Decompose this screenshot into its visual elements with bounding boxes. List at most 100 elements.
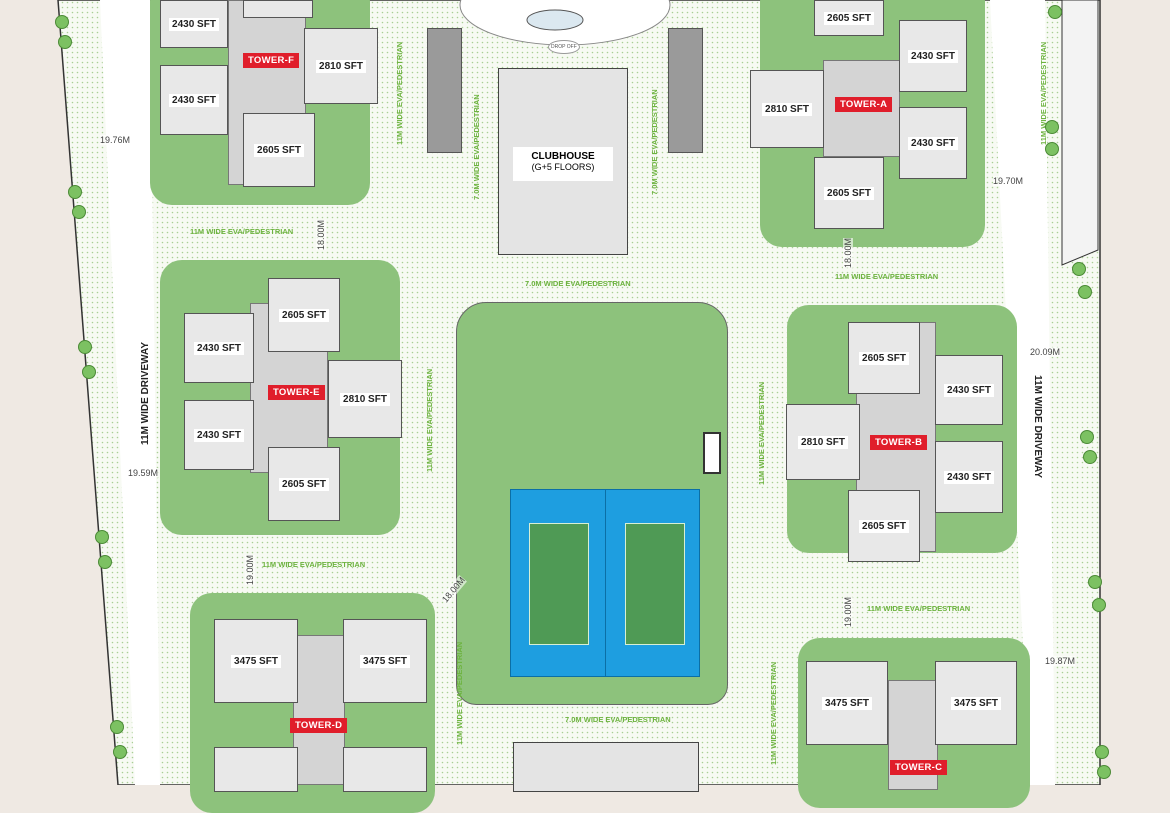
unit-area: 2430 SFT <box>194 341 244 355</box>
dimension: 19.70M <box>993 176 1024 186</box>
eva-label: 7.0M WIDE EVA/PEDESTRIAN <box>565 715 671 724</box>
eva-label: 11M WIDE EVA/PEDESTRIAN <box>867 604 971 613</box>
unit-area: 2430 SFT <box>944 470 994 484</box>
sports-courts[interactable] <box>510 489 700 677</box>
unit-area: 2605 SFT <box>824 186 874 200</box>
driveway-label: 11M WIDE DRIVEWAY <box>140 342 151 445</box>
eva-label: 7.0M WIDE EVA/PEDESTRIAN <box>525 279 631 288</box>
eva-label: 7.0M WIDE EVA/PEDESTRIAN <box>472 94 481 200</box>
unit[interactable]: 2605 SFT <box>814 0 884 36</box>
unit <box>243 0 313 18</box>
clubhouse[interactable]: CLUBHOUSE (G+5 FLOORS) <box>498 68 628 255</box>
unit-area: 3475 SFT <box>360 654 410 668</box>
unit-area: 3475 SFT <box>951 696 1001 710</box>
dimension: 20.09M <box>1030 347 1061 357</box>
unit[interactable]: 2430 SFT <box>160 65 228 135</box>
unit[interactable]: 3475 SFT <box>214 619 298 703</box>
unit[interactable]: 2605 SFT <box>268 278 340 352</box>
unit-area: 2430 SFT <box>194 428 244 442</box>
tower-a-label[interactable]: TOWER-A <box>835 97 893 112</box>
unit[interactable]: 2810 SFT <box>304 28 378 104</box>
unit-area: 3475 SFT <box>822 696 872 710</box>
unit-area: 2430 SFT <box>169 93 219 107</box>
tree-icon <box>1048 5 1062 19</box>
unit-area: 2605 SFT <box>824 11 874 25</box>
eva-label: 11M WIDE EVA/PEDESTRIAN <box>190 227 294 236</box>
dimension: 19.59M <box>128 468 159 478</box>
kiosk <box>703 432 721 474</box>
tree-icon <box>113 745 127 759</box>
unit[interactable]: 3475 SFT <box>935 661 1017 745</box>
unit[interactable]: 2810 SFT <box>328 360 402 438</box>
dimension: 19.00M <box>843 596 853 627</box>
unit-area: 2810 SFT <box>798 435 848 449</box>
tree-icon <box>1045 142 1059 156</box>
tree-icon <box>58 35 72 49</box>
unit[interactable]: 2430 SFT <box>899 107 967 179</box>
eva-label: 11M WIDE EVA/PEDESTRIAN <box>455 641 464 745</box>
clubhouse-title: CLUBHOUSE <box>531 151 595 162</box>
unit[interactable]: 2430 SFT <box>935 355 1003 425</box>
unit[interactable]: 2605 SFT <box>814 157 884 229</box>
unit-area: 2430 SFT <box>944 383 994 397</box>
bottom-building <box>513 742 699 792</box>
unit[interactable]: 2430 SFT <box>160 0 228 48</box>
ramp-exit <box>427 28 462 153</box>
tower-c-label[interactable]: TOWER-C <box>890 760 948 775</box>
tree-icon <box>1095 745 1109 759</box>
tree-icon <box>78 340 92 354</box>
eva-label: 11M WIDE EVA/PEDESTRIAN <box>757 381 766 485</box>
tree-icon <box>1072 262 1086 276</box>
unit-area: 3475 SFT <box>231 654 281 668</box>
dimension: 18.00M <box>843 237 853 268</box>
dimension: 19.00M <box>245 554 255 585</box>
unit[interactable]: 2605 SFT <box>848 322 920 394</box>
tree-icon <box>72 205 86 219</box>
eva-label: 11M WIDE EVA/PEDESTRIAN <box>262 560 366 569</box>
ramp-entry <box>668 28 703 153</box>
court <box>625 523 685 645</box>
tower-b-label[interactable]: TOWER-B <box>870 435 928 450</box>
tower-e-label[interactable]: TOWER-E <box>268 385 325 400</box>
unit-area: 2430 SFT <box>908 136 958 150</box>
tree-icon <box>1078 285 1092 299</box>
unit-area: 2430 SFT <box>169 17 219 31</box>
tower-f-label[interactable]: TOWER-F <box>243 53 300 68</box>
tree-icon <box>82 365 96 379</box>
tower-d-core <box>293 635 345 785</box>
dimension: 19.76M <box>100 135 131 145</box>
unit[interactable]: 2430 SFT <box>184 313 254 383</box>
tree-icon <box>110 720 124 734</box>
tree-icon <box>55 15 69 29</box>
tree-icon <box>1045 120 1059 134</box>
tower-d-label[interactable]: TOWER-D <box>290 718 348 733</box>
unit-area: 2605 SFT <box>254 143 304 157</box>
unit[interactable]: 2430 SFT <box>899 20 967 92</box>
unit[interactable]: 2605 SFT <box>268 447 340 521</box>
eva-label: 11M WIDE EVA/PEDESTRIAN <box>395 41 404 145</box>
tree-icon <box>1080 430 1094 444</box>
unit[interactable]: 2605 SFT <box>848 490 920 562</box>
unit-area: 2605 SFT <box>279 308 329 322</box>
eva-label: 11M WIDE EVA/PEDESTRIAN <box>835 272 939 281</box>
tree-icon <box>95 530 109 544</box>
tree-icon <box>98 555 112 569</box>
tree-icon <box>68 185 82 199</box>
unit[interactable]: 3475 SFT <box>806 661 888 745</box>
unit[interactable]: 2810 SFT <box>750 70 824 148</box>
unit-area: 2430 SFT <box>908 49 958 63</box>
unit-area: 2810 SFT <box>316 59 366 73</box>
unit[interactable]: 2810 SFT <box>786 404 860 480</box>
driveway-label: 11M WIDE DRIVEWAY <box>1032 375 1043 478</box>
eva-label: 11M WIDE EVA/PEDESTRIAN <box>425 368 434 472</box>
unit[interactable]: 2605 SFT <box>243 113 315 187</box>
eva-label: 7.0M WIDE EVA/PEDESTRIAN <box>650 89 659 195</box>
unit[interactable]: 3475 SFT <box>343 619 427 703</box>
drop-off-label: DROP OFF <box>548 40 580 54</box>
unit[interactable]: 2430 SFT <box>935 441 1003 513</box>
unit <box>343 747 427 792</box>
court <box>529 523 589 645</box>
unit[interactable]: 2430 SFT <box>184 400 254 470</box>
tree-icon <box>1092 598 1106 612</box>
unit-area: 2605 SFT <box>279 477 329 491</box>
